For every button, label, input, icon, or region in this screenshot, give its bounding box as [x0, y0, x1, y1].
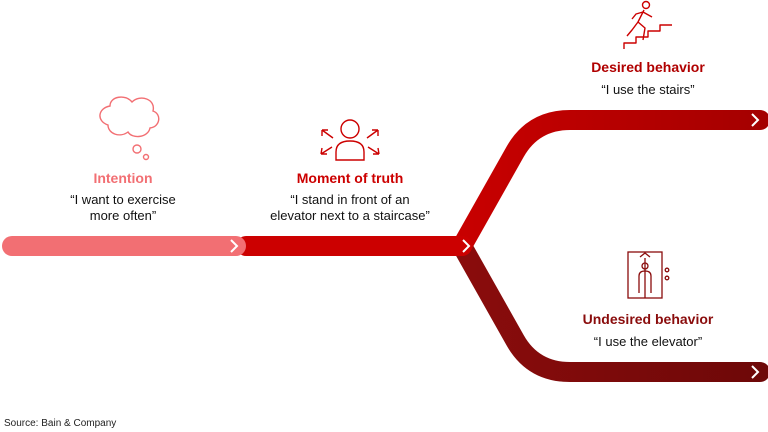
person-climbing-stairs-icon [623, 0, 672, 49]
moment-segment [236, 236, 472, 256]
moment-quote-line1: “I stand in front of an [290, 192, 410, 207]
person-in-elevator-icon [627, 251, 670, 299]
intention-label-group: Intention “I want to exercise more often… [38, 170, 208, 224]
chevron-right-icon [462, 239, 471, 253]
thought-bubble-icon [99, 96, 160, 161]
chevron-right-icon [751, 113, 760, 127]
intention-quote-line2: more often” [89, 208, 157, 223]
person-arrows-icon [320, 119, 380, 161]
intention-segment [2, 236, 246, 256]
intention-quote-line1: “I want to exercise [70, 192, 176, 207]
desired-label-group: Desired behavior “I use the stairs” [568, 59, 728, 98]
chevron-right-icon [751, 365, 760, 379]
source-note: Source: Bain & Company [4, 418, 117, 429]
undesired-quote: “I use the elevator” [593, 334, 703, 349]
desired-quote: “I use the stairs” [601, 82, 695, 97]
intention-title: Intention [93, 170, 153, 186]
moment-title: Moment of truth [296, 170, 404, 186]
moment-quote-line2: elevator next to a staircase” [270, 208, 430, 223]
undesired-path [452, 236, 768, 382]
moment-label-group: Moment of truth “I stand in front of an … [255, 170, 445, 224]
desired-title: Desired behavior [591, 59, 705, 75]
undesired-title: Undesired behavior [582, 311, 714, 327]
undesired-label-group: Undesired behavior “I use the elevator” [563, 311, 733, 350]
desired-path [452, 110, 768, 256]
chevron-right-icon [230, 239, 239, 253]
